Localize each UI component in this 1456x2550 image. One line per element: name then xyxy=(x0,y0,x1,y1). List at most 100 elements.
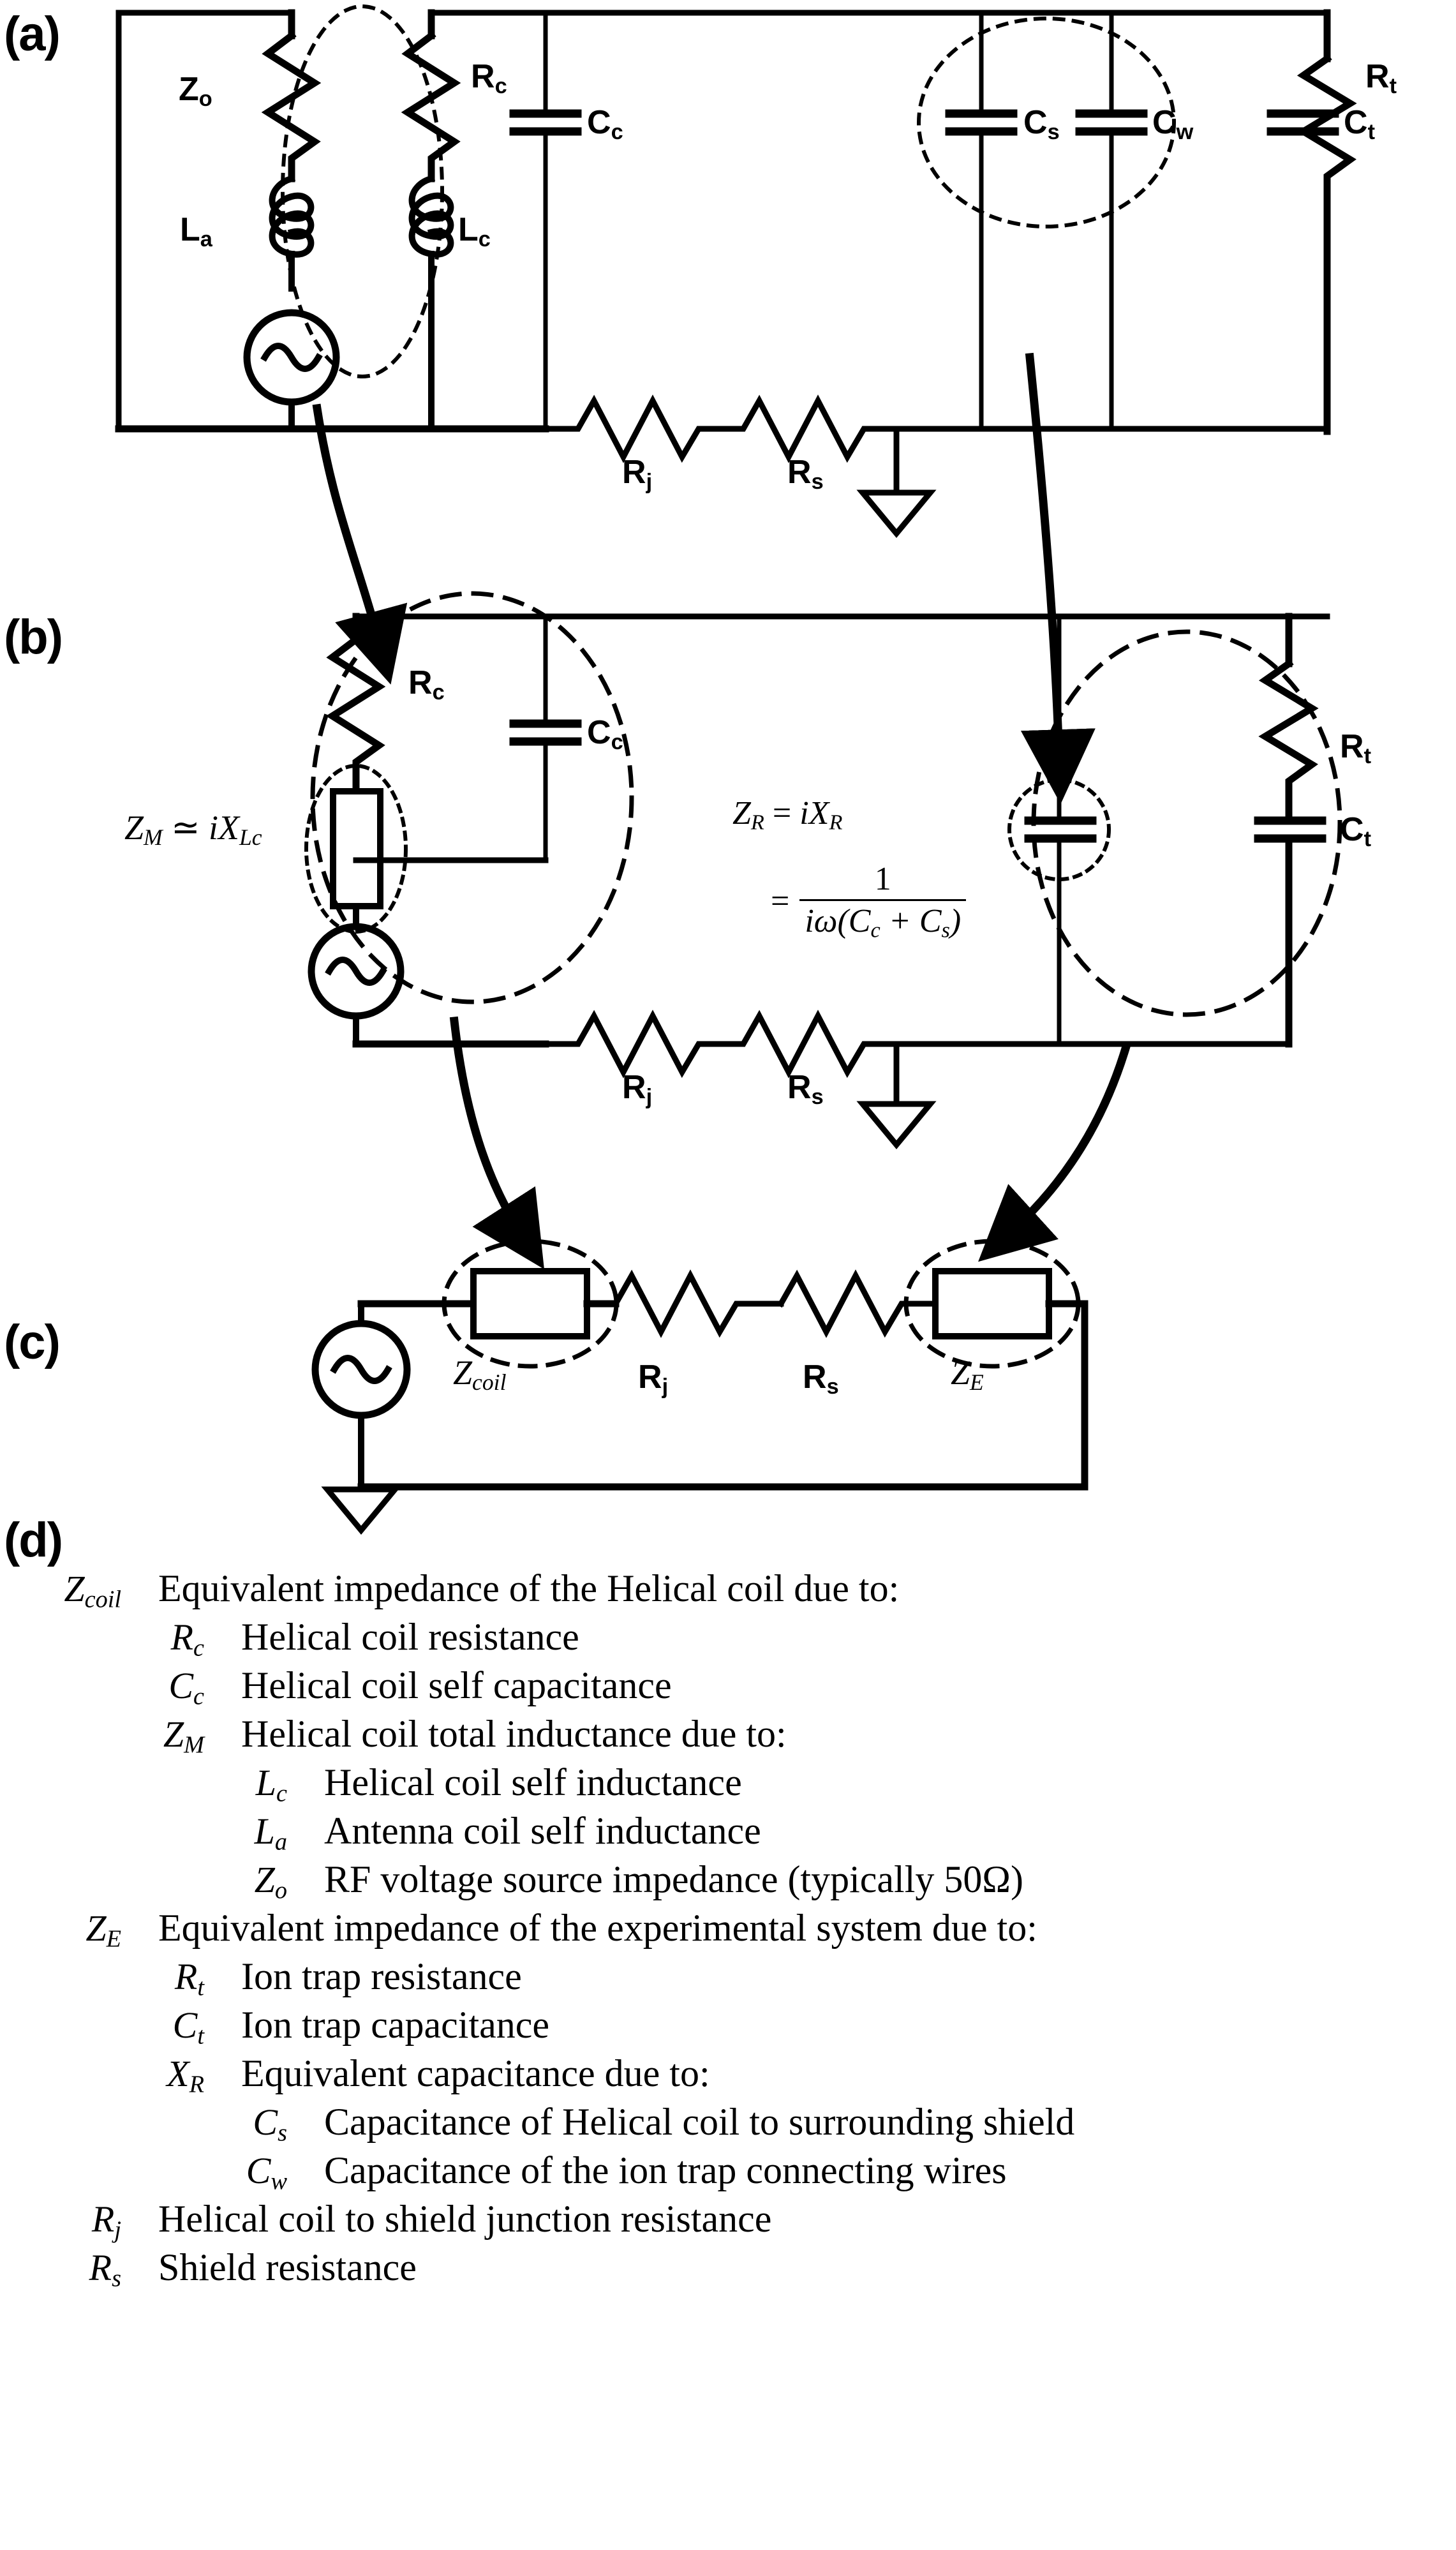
label-rj-b: Rj xyxy=(622,1068,652,1110)
legend-symbol-main: R xyxy=(170,1616,194,1658)
legend-symbol-sub: coil xyxy=(84,1586,121,1613)
zcoil-group-outline xyxy=(310,591,634,1004)
legend-symbol-main: L xyxy=(254,1810,275,1852)
label-zcoil-c-sub: coil xyxy=(472,1369,507,1395)
zo-group-outline xyxy=(281,4,444,378)
legend-description: Ion trap resistance xyxy=(241,1955,522,1997)
legend-symbol: Zcoil xyxy=(0,1567,121,1614)
label-cs-a-main: C xyxy=(1023,104,1048,141)
label-rj-c-main: R xyxy=(638,1359,662,1396)
legend-symbol: La xyxy=(0,1810,287,1856)
panel-label-a: (a) xyxy=(4,7,61,61)
equation-zr-rhs: iX xyxy=(799,795,829,831)
label-zo-a: Zo xyxy=(179,70,212,112)
equation-zm-lhs: Z xyxy=(124,809,144,847)
label-rc-a-sub: c xyxy=(494,73,507,98)
legend-symbol-main: X xyxy=(167,2053,189,2094)
panel-a-circuit xyxy=(115,9,1357,539)
equation-zm-lhs-sub: M xyxy=(144,824,163,850)
label-rs-b-main: R xyxy=(787,1069,812,1106)
label-rs-c: Rs xyxy=(803,1358,839,1399)
legend-list: Zcoil Equivalent impedance of the Helical… xyxy=(0,1567,1456,2294)
label-ct-b-sub: t xyxy=(1363,826,1371,851)
label-rc-a-main: R xyxy=(471,58,495,95)
legend-symbol-main: Z xyxy=(254,1859,275,1900)
legend-description: Helical coil to shield junction resistan… xyxy=(158,2198,772,2240)
label-cc-a-main: C xyxy=(587,104,611,141)
equation-zr-den-post: ) xyxy=(949,903,962,939)
panel-label-d: (d) xyxy=(4,1513,63,1567)
label-rj-c-sub: j xyxy=(662,1374,669,1399)
legend-description: Antenna coil self inductance xyxy=(324,1810,761,1852)
label-rt-b: Rt xyxy=(1340,727,1371,769)
legend-description: Capacitance of Helical coil to surroundi… xyxy=(324,2101,1075,2143)
legend-symbol-sub: M xyxy=(184,1731,204,1759)
legend-description: Equivalent impedance of the Helical coil… xyxy=(158,1567,900,1609)
legend-symbol-main: Z xyxy=(85,1907,107,1949)
legend-symbol-main: L xyxy=(255,1762,277,1803)
legend-symbol-main: C xyxy=(253,2101,278,2143)
label-rj-b-sub: j xyxy=(646,1084,653,1109)
legend-symbol-sub: s xyxy=(278,2119,287,2147)
panel-b-circuit xyxy=(308,613,1330,1150)
label-lc-a: Lc xyxy=(458,211,491,252)
label-rj-c: Rj xyxy=(638,1358,668,1399)
legend-description: Helical coil resistance xyxy=(241,1616,579,1658)
label-rs-c-main: R xyxy=(803,1359,827,1396)
equation-zr-denominator: iω(Cc + Cs) xyxy=(799,901,966,943)
label-rc-a: Rc xyxy=(471,57,507,99)
label-rt-b-main: R xyxy=(1340,728,1364,765)
label-cc-b-sub: c xyxy=(611,729,623,754)
legend-symbol-main: C xyxy=(172,2004,198,2046)
legend-row: Zcoil Equivalent impedance of the Helical… xyxy=(0,1567,1456,1615)
label-zcoil-c-main: Z xyxy=(453,1353,473,1392)
legend-row: Lc Helical coil self inductance xyxy=(0,1761,1456,1809)
label-ze-c-main: Z xyxy=(951,1353,970,1392)
legend-symbol-main: R xyxy=(89,2247,112,2288)
equation-zr-rhs-sub: R xyxy=(829,810,843,835)
legend-symbol-sub: c xyxy=(193,1634,204,1662)
arrow-b-zcoil-to-c xyxy=(449,1016,544,1270)
panel-label-c: (c) xyxy=(4,1315,61,1369)
legend-symbol-main: R xyxy=(174,1956,198,1997)
label-rc-b-main: R xyxy=(408,664,433,701)
label-cw-a: Cw xyxy=(1152,103,1193,145)
equation-zr-numerator: 1 xyxy=(799,860,967,901)
label-la-a-main: L xyxy=(180,211,200,248)
label-cw-a-main: C xyxy=(1152,104,1177,141)
legend-symbol: Rc xyxy=(0,1616,204,1662)
label-rt-a-sub: t xyxy=(1389,73,1397,98)
label-cs-a: Cs xyxy=(1023,103,1060,145)
label-rs-b-sub: s xyxy=(811,1084,824,1109)
zm-box-outline xyxy=(304,764,408,934)
equation-zm-relation: ≃ xyxy=(162,809,209,847)
legend-symbol-sub: o xyxy=(274,1877,287,1904)
legend-symbol: Lc xyxy=(0,1761,287,1808)
legend-description: RF voltage source impedance (typically 5… xyxy=(324,1858,1023,1900)
legend-row: Rc Helical coil resistance xyxy=(0,1615,1456,1664)
legend-symbol-main: C xyxy=(246,2150,271,2191)
label-rs-b: Rs xyxy=(787,1068,824,1110)
label-rs-a-main: R xyxy=(787,454,812,491)
equation-zr-line1: ZR = iXR xyxy=(732,794,842,835)
equation-zr-den-mid: + C xyxy=(880,903,942,939)
label-cc-b: Cc xyxy=(587,713,623,755)
equation-zr-den-sub1: c xyxy=(870,918,880,943)
legend-description: Helical coil self inductance xyxy=(324,1761,742,1803)
legend-symbol: Zo xyxy=(0,1858,287,1905)
legend-description: Ion trap capacitance xyxy=(241,2004,550,2046)
label-rt-a: Rt xyxy=(1365,57,1397,99)
label-rc-b: Rc xyxy=(408,664,445,705)
label-ze-c: ZE xyxy=(951,1353,984,1396)
legend-symbol-sub: c xyxy=(193,1683,204,1710)
label-rt-a-main: R xyxy=(1365,58,1390,95)
legend-symbol: Cw xyxy=(0,2149,287,2196)
